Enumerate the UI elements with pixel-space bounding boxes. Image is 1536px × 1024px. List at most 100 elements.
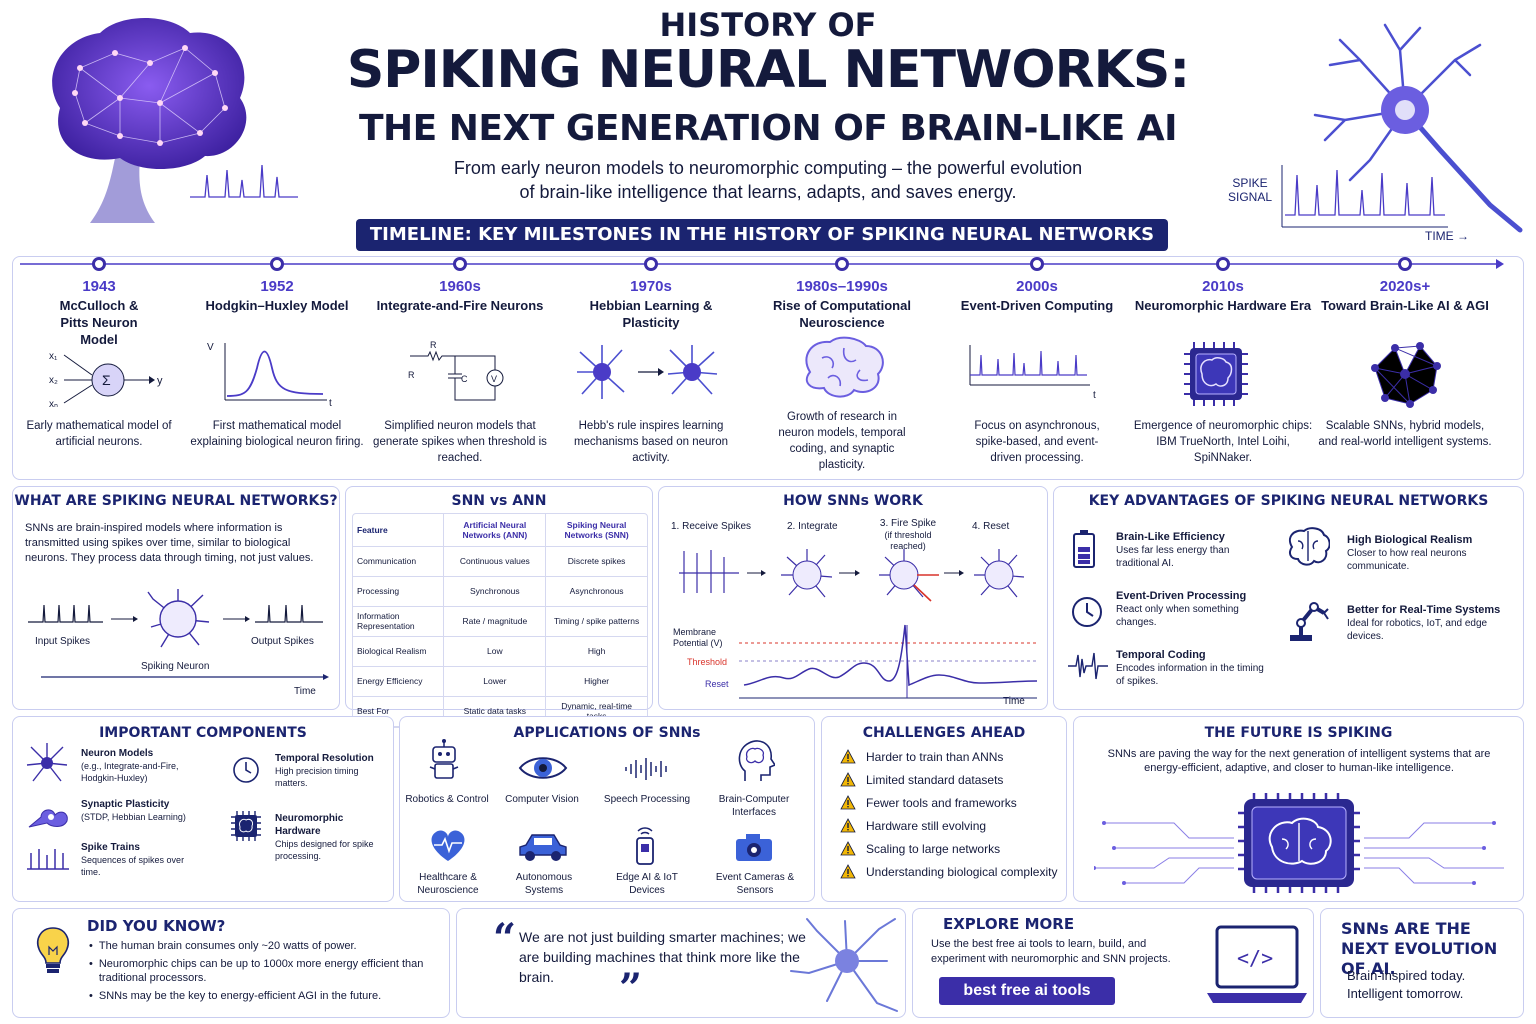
- adv-item-realism: High Biological Realism Closer to how re…: [1347, 534, 1473, 572]
- challenge-text: Harder to train than ANNs: [866, 750, 1004, 764]
- comp-neuron-models: Neuron Models (e.g., Integrate-and-Fire,…: [81, 748, 179, 783]
- title-line1: HISTORY OF: [659, 6, 877, 44]
- brain-icon: [805, 336, 884, 398]
- adv-item-realtime: Better for Real-Time Systems Ideal for r…: [1347, 604, 1501, 642]
- network-graph-icon: [1371, 342, 1441, 408]
- event-spikes-icon: t: [969, 345, 1096, 400]
- timeline-milestone-name: Integrate-and-Fire Neurons: [376, 298, 544, 313]
- laptop-icon: </>: [1207, 925, 1307, 1003]
- snn-vs-ann-title: SNN vs ANN: [451, 493, 547, 509]
- neuron-illustration-icon: [790, 918, 898, 1012]
- challenge-text: Limited standard datasets: [866, 773, 1004, 787]
- comp-temporal-resolution: Temporal Resolution High precision timin…: [275, 753, 374, 788]
- app-bci: Brain-Computer Interfaces: [718, 794, 790, 818]
- adv-item-event-driven: Event-Driven Processing React only when …: [1116, 590, 1247, 628]
- spike-signal-label: SPIKE SIGNAL: [1228, 176, 1273, 204]
- timeline-milestone-desc: Scalable SNNs, hybrid models, and real-w…: [1318, 420, 1492, 448]
- table-cell: Biological Realism: [353, 636, 445, 667]
- head-brain-icon: [738, 740, 775, 781]
- waveform-icon: [1068, 652, 1108, 680]
- threshold-label: Threshold: [687, 657, 728, 667]
- brain-illustration-icon: [52, 18, 247, 223]
- app-autonomous: Autonomous Systems: [515, 872, 573, 896]
- timeline-banner: TIMELINE: KEY MILESTONES IN THE HISTORY …: [356, 219, 1168, 251]
- what-are-panel: WHAT ARE SPIKING NEURAL NETWORKS? SNNs a…: [12, 486, 340, 710]
- timeline-dot: [1398, 257, 1412, 271]
- membrane-label: Membrane Potential (V): [673, 627, 723, 648]
- timeline-panel: [12, 256, 1524, 480]
- challenge-text: Scaling to large networks: [866, 842, 1001, 856]
- timeline-milestone-name: Event-Driven Computing: [960, 298, 1114, 313]
- timeline-milestone-desc: Growth of research in neuron models, tem…: [778, 411, 906, 471]
- timeline-milestone-name: Neuromorphic Hardware Era: [1134, 298, 1312, 313]
- app-event-cameras: Event Cameras & Sensors: [715, 872, 795, 896]
- clock-icon: [1072, 597, 1102, 627]
- applications-panel: APPLICATIONS OF SNNs Robotics & Control …: [399, 716, 815, 902]
- step-receive: 1. Receive Spikes: [671, 521, 752, 532]
- timeline-year: 1943: [82, 278, 116, 295]
- camera-icon: [736, 834, 772, 861]
- step-reset: 4. Reset: [972, 521, 1010, 532]
- closing-tagline: Brain-inspired today. Intelligent tomorr…: [1347, 968, 1466, 1001]
- snn-process-diagram: [679, 549, 1025, 602]
- subtitle-1: From early neuron models to neuromorphic…: [453, 158, 1083, 178]
- battery-icon: [1073, 530, 1095, 568]
- robot-arm-icon: [1290, 602, 1329, 641]
- timeline-year: 2020s+: [1379, 278, 1431, 295]
- table-cell: Higher: [545, 666, 647, 697]
- closing-panel: SNNs ARE THE NEXT EVOLUTION OF AI. Brain…: [1320, 908, 1524, 1018]
- eye-icon: [518, 757, 568, 779]
- output-spikes-label: Output Spikes: [251, 636, 314, 647]
- timeline-dot: [1030, 257, 1044, 271]
- advantages-panel: KEY ADVANTAGES OF SPIKING NEURAL NETWORK…: [1053, 486, 1524, 710]
- challenge-text: Hardware still evolving: [866, 819, 987, 833]
- timeline-year: 1952: [260, 278, 294, 295]
- spike-train-icon: [27, 849, 69, 870]
- table-cell: Synchronous: [443, 576, 547, 607]
- fact-item: •The human brain consumes only ~20 watts…: [89, 940, 357, 952]
- timeline-dot: [453, 257, 467, 271]
- table-cell: Lower: [443, 666, 547, 697]
- spiking-neuron-diagram: [28, 589, 329, 680]
- warning-icon: [840, 864, 856, 879]
- brain-icon: [1288, 527, 1330, 566]
- best-free-ai-tools-button[interactable]: best free ai tools: [939, 977, 1115, 1005]
- svg-text:x₁: x₁: [49, 351, 58, 362]
- challenge-item: Understanding biological complexity: [840, 864, 1060, 881]
- table-cell: Discrete spikes: [545, 546, 647, 577]
- challenges-title: CHALLENGES AHEAD: [862, 725, 1026, 741]
- future-text: SNNs are paving the way for the next gen…: [1107, 748, 1491, 774]
- perceptron-diagram-icon: x₁ x₂ xₙ Σ y: [49, 351, 163, 410]
- synapse-icon: [28, 809, 68, 828]
- did-you-know-panel: DID YOU KNOW? •The human brain consumes …: [12, 908, 450, 1018]
- phone-icon: [636, 827, 654, 865]
- subtitle-2: of brain-like intelligence that learns, …: [519, 182, 1017, 202]
- challenges-panel: CHALLENGES AHEAD Harder to train than AN…: [821, 716, 1067, 902]
- lightbulb-icon: [37, 927, 69, 973]
- spiking-neuron-label: Spiking Neuron: [141, 661, 210, 672]
- components-panel: IMPORTANT COMPONENTS Neuron Models (e.g.…: [12, 716, 394, 902]
- app-vision: Computer Vision: [505, 794, 579, 805]
- time-label-how: Time: [1003, 696, 1025, 707]
- timeline-milestone-desc: First mathematical model explaining biol…: [190, 420, 364, 448]
- rc-circuit-icon: R R C V: [408, 340, 504, 401]
- advantages-title: KEY ADVANTAGES OF SPIKING NEURAL NETWORK…: [1088, 493, 1489, 509]
- timeline-milestone-desc: Hebb's rule inspires learning mechanisms…: [573, 420, 729, 464]
- challenge-item: Fewer tools and frameworks: [840, 795, 1060, 812]
- timeline-milestone-name: Hodgkin–Huxley Model: [205, 298, 349, 313]
- timeline-milestone-desc: Emergence of neuromorphic chips: IBM Tru…: [1133, 420, 1313, 464]
- timeline-milestone-name: Toward Brain-Like AI & AGI: [1321, 298, 1489, 313]
- hodgkin-huxley-curve-icon: V t: [207, 342, 332, 409]
- time-label: Time: [294, 686, 316, 697]
- warning-icon: [840, 795, 856, 810]
- timeline-milestone-desc: Simplified neuron models that generate s…: [373, 420, 547, 464]
- challenge-item: Harder to train than ANNs: [840, 749, 1060, 766]
- quote-open-mark: “: [493, 915, 517, 962]
- did-you-know-list: •The human brain consumes only ~20 watts…: [89, 939, 439, 1003]
- challenge-item: Scaling to large networks: [840, 841, 1060, 858]
- svg-text:V: V: [207, 342, 214, 353]
